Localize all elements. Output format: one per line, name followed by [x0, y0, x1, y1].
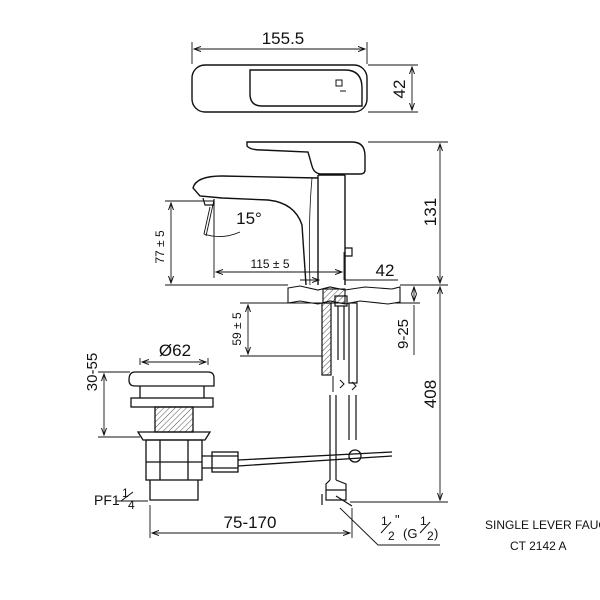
- spout-height-label: 131: [421, 198, 440, 226]
- tail-length-label: 59 ± 5: [230, 312, 244, 346]
- inlet-num: 1: [381, 514, 388, 528]
- spout-outline: [192, 175, 319, 286]
- inlet-thread-label: 1 2 " (G 1 2 ): [380, 512, 438, 543]
- countertop: [287, 285, 401, 305]
- drain-tail: [149, 480, 199, 501]
- inlet-g-prefix: (G: [403, 526, 417, 541]
- inlet-g-num: 1: [420, 514, 427, 528]
- deck-thickness-label: 9-25: [395, 319, 412, 349]
- inlet-mark: ": [395, 512, 400, 527]
- drain-nut: [136, 431, 212, 441]
- mount-bracket: [334, 295, 348, 307]
- top-view-outline: [191, 64, 368, 113]
- drain-dimensions: [98, 358, 440, 546]
- drain-body: [145, 439, 203, 481]
- spout-rise-label: 77 ± 5: [153, 230, 167, 264]
- body-column: [317, 174, 346, 285]
- drain-height-label: 30-55: [84, 353, 101, 391]
- drain-thread-label: PF1 1 4: [94, 486, 135, 512]
- drain-thread-den: 4: [128, 498, 135, 512]
- drain-reach-label: 75-170: [224, 513, 277, 532]
- drain-diameter-label: Ø62: [159, 341, 191, 360]
- top-width-label: 155.5: [262, 29, 305, 48]
- spout-inner-line: [308, 177, 313, 286]
- drain-thread-num: 1: [122, 486, 129, 500]
- top-view: [191, 64, 368, 113]
- hose-upper: [348, 302, 358, 384]
- mount-rod: [321, 302, 332, 376]
- spout-offset-label: 42: [376, 261, 395, 280]
- drain-thread: [154, 406, 194, 433]
- angle-label: 15°: [236, 209, 262, 228]
- inlet-den: 2: [388, 529, 395, 543]
- pivot-nut: [211, 451, 239, 473]
- tail-dimension: [240, 302, 322, 357]
- top-view-lever: [249, 69, 363, 107]
- inlet-g-den: 2: [427, 529, 434, 543]
- aerator: [202, 197, 215, 206]
- drain-cap: [128, 371, 215, 387]
- top-dimensions: [191, 42, 418, 113]
- spout-dimensions: [165, 199, 398, 286]
- drain-assembly: [128, 371, 393, 501]
- height-dimensions: [350, 141, 448, 503]
- spout-reach-label: 115 ± 5: [250, 257, 289, 271]
- drain-thread-main: PF1: [94, 492, 120, 508]
- title-line-2: CT 2142 A: [510, 539, 566, 553]
- total-height-label: 408: [421, 380, 440, 408]
- rod-clip: [348, 449, 362, 463]
- title-line-1: SINGLE LEVER FAUCET: [485, 518, 600, 532]
- drain-flange: [130, 397, 214, 408]
- inlet-g-suffix: ): [434, 526, 438, 541]
- under-deck-assembly: [321, 295, 358, 507]
- top-height-label: 42: [390, 80, 409, 99]
- side-nub: [345, 247, 353, 257]
- top-view-logo: [335, 79, 346, 92]
- lever-handle: [246, 141, 366, 175]
